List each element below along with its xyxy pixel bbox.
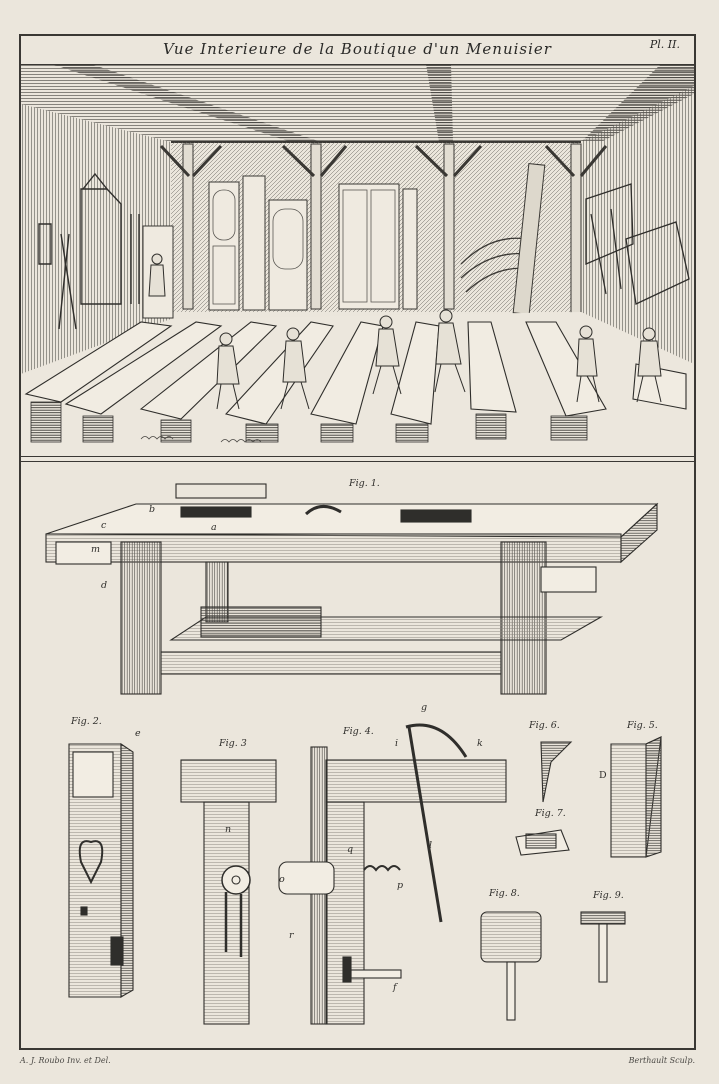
plate-title: Vue Interieure de la Boutique d'un Menui…: [163, 40, 552, 58]
fig8-caption: Fig. 8.: [489, 888, 520, 899]
letter-e: e: [135, 728, 141, 739]
letter-r: r: [289, 930, 294, 941]
workbenches: [24, 321, 687, 425]
figures-engraving: [45, 483, 662, 1025]
letter-a: a: [211, 522, 217, 533]
fig5-block: [610, 736, 662, 858]
letter-i: i: [395, 738, 399, 749]
figures-panel: Fig. 1. Fig. 2. Fig. 3 Fig. 4. Fig. 5. F…: [21, 462, 694, 1048]
workshop-interior-engraving: [21, 64, 694, 456]
fig3-caption: Fig. 3: [219, 738, 247, 749]
letter-k: k: [477, 738, 483, 749]
section-divider: [19, 456, 696, 462]
ceiling: [21, 64, 694, 142]
letter-p: p: [397, 880, 404, 891]
fig4-caption: Fig. 4.: [343, 726, 374, 737]
ceiling-beam: [51, 64, 321, 142]
letter-c: c: [101, 520, 107, 531]
fig4-hold-fast: [278, 723, 507, 1025]
fig7-box: [515, 829, 570, 856]
ceiling-beam: [581, 64, 694, 142]
title-bar: Vue Interieure de la Boutique d'un Menui…: [21, 36, 694, 65]
fig6-caption: Fig. 6.: [529, 720, 560, 731]
fig1-workbench: [45, 483, 659, 695]
fig6-tool: [540, 741, 573, 803]
fig2-caption: Fig. 2.: [71, 716, 102, 727]
fig9-caption: Fig. 9.: [593, 890, 624, 901]
ceiling-beam: [426, 64, 453, 142]
fig3-bench-screw: [180, 759, 277, 1025]
plate-number: Pl. II.: [649, 38, 680, 51]
letter-g: g: [421, 702, 428, 713]
letter-b: b: [149, 504, 156, 515]
fig5-caption: Fig. 5.: [627, 720, 658, 731]
plate-frame: [19, 34, 696, 1050]
fig9-hammer: [580, 911, 626, 983]
fig8-mallet: [480, 911, 542, 1021]
right-wall: [581, 86, 694, 364]
fig1-caption: Fig. 1.: [349, 478, 380, 489]
letter-f: f: [393, 982, 397, 993]
fig7-caption: Fig. 7.: [535, 808, 566, 819]
credit-right: Berthault Sculp.: [628, 1056, 695, 1065]
fig2-bench-end: [68, 742, 134, 998]
letter-D: D: [599, 770, 607, 781]
letter-q: q: [347, 844, 354, 855]
letter-o: o: [279, 874, 285, 885]
letter-m: m: [91, 544, 101, 555]
letter-l: l: [429, 840, 433, 851]
left-wall: [21, 104, 171, 374]
letter-d: d: [101, 580, 108, 591]
letter-n: n: [225, 824, 232, 835]
workers: [148, 253, 662, 410]
credit-left: A. J. Roubo Inv. et Del.: [20, 1056, 111, 1065]
